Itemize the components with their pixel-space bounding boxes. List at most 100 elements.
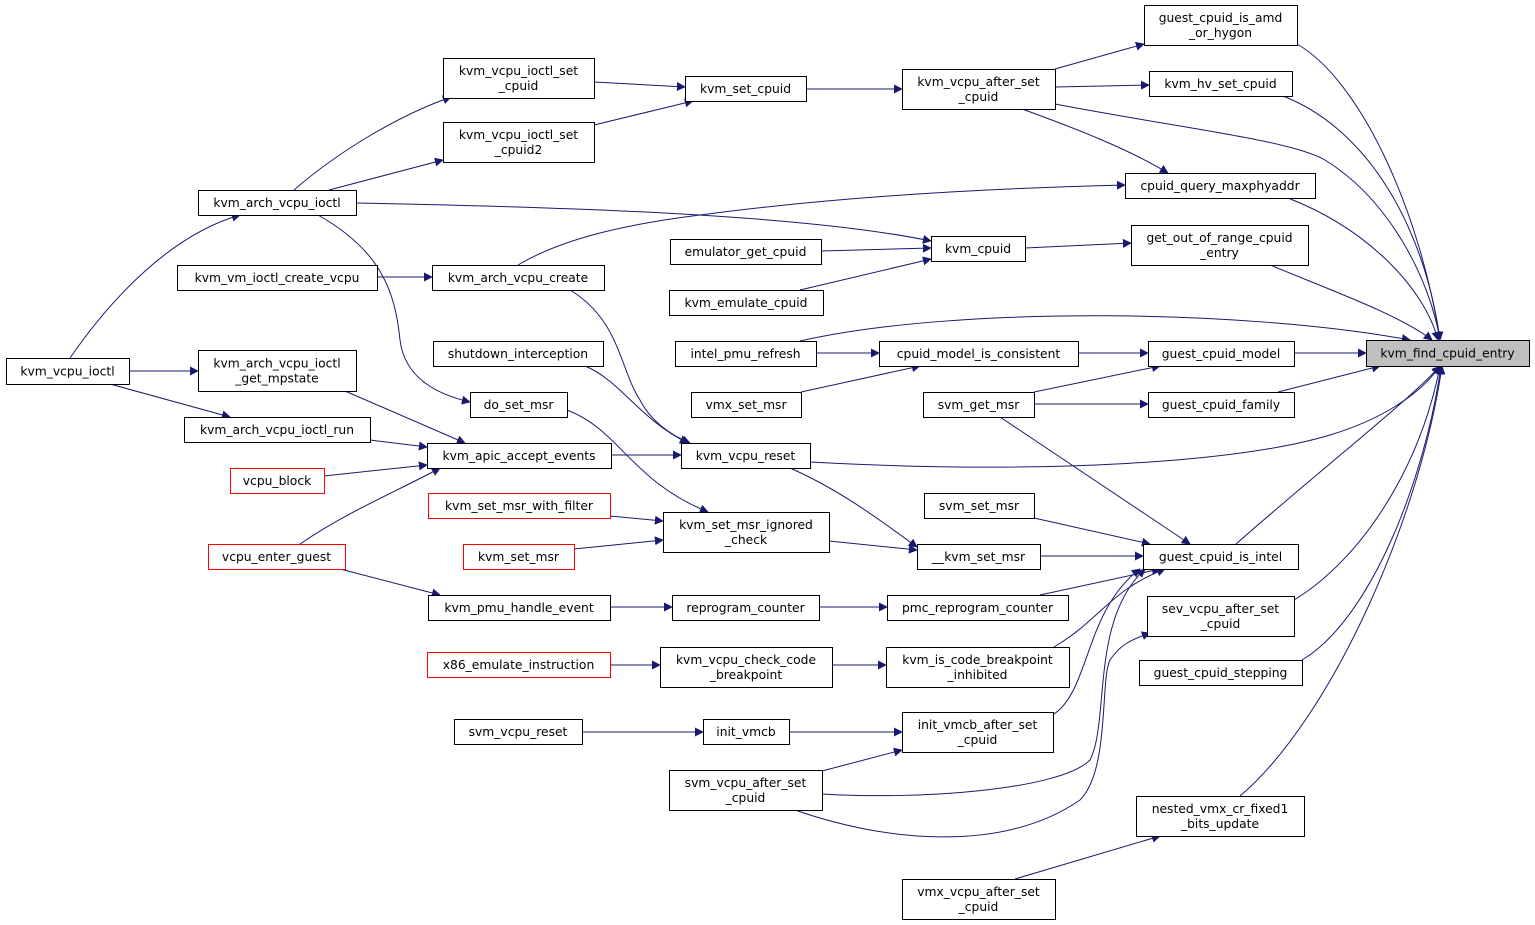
node-box xyxy=(902,712,1054,753)
edge-kvm_cpuid-to-get_out_of_range_cpuid_entry xyxy=(1024,238,1132,249)
node-box xyxy=(917,544,1041,570)
node-kvm_arch_vcpu_create[interactable]: kvm_arch_vcpu_create xyxy=(432,265,605,291)
node-vmx_set_msr[interactable]: vmx_set_msr xyxy=(691,392,802,418)
node-vcpu_block[interactable]: vcpu_block xyxy=(230,468,325,494)
node-label: _cpuid xyxy=(958,90,999,104)
node-box xyxy=(681,443,811,469)
node-sev_vcpu_after_set_cpuid[interactable]: sev_vcpu_after_set_cpuid xyxy=(1147,596,1295,637)
node-kvm_vcpu_reset[interactable]: kvm_vcpu_reset xyxy=(681,443,811,469)
edge-vmx_vcpu_after_set_cpuid-to-nested_vmx_cr_fixed1_bits_update xyxy=(1014,833,1161,880)
node-do_set_msr[interactable]: do_set_msr xyxy=(470,392,568,418)
node-box xyxy=(454,719,583,745)
node-label: do_set_msr xyxy=(484,398,555,412)
node-label: vmx_vcpu_after_set xyxy=(917,885,1040,899)
node-kvm_vcpu_check_code_breakpoint[interactable]: kvm_vcpu_check_code_breakpoint xyxy=(660,647,833,688)
node-pmc_reprogram_counter[interactable]: pmc_reprogram_counter xyxy=(887,595,1069,621)
node-nested_vmx_cr_fixed1_bits_update[interactable]: nested_vmx_cr_fixed1_bits_update xyxy=(1136,796,1305,837)
node-box xyxy=(931,236,1026,262)
node-kvm_vcpu_after_set_cpuid[interactable]: kvm_vcpu_after_set_cpuid xyxy=(902,69,1056,110)
node-box xyxy=(691,392,802,418)
node-vcpu_enter_guest[interactable]: vcpu_enter_guest xyxy=(208,544,346,570)
node-get_out_of_range_cpuid_entry[interactable]: get_out_of_range_cpuid_entry xyxy=(1131,225,1309,266)
node-guest_cpuid_is_intel[interactable]: guest_cpuid_is_intel xyxy=(1143,544,1299,570)
node-guest_cpuid_stepping[interactable]: guest_cpuid_stepping xyxy=(1139,660,1303,686)
node-kvm_arch_vcpu_ioctl[interactable]: kvm_arch_vcpu_ioctl xyxy=(198,190,357,216)
node-svm_get_msr[interactable]: svm_get_msr xyxy=(923,392,1035,418)
edge-kvm_vcpu_reset-to-kvm_find_cpuid_entry xyxy=(809,365,1441,468)
node-box xyxy=(230,468,325,494)
node-label: kvm_arch_vcpu_ioctl_run xyxy=(200,423,354,437)
node-kvm_set_cpuid[interactable]: kvm_set_cpuid xyxy=(685,76,807,102)
node-shutdown_interception[interactable]: shutdown_interception xyxy=(433,341,604,367)
edge-do_set_msr-to-kvm_set_msr_ignored_check xyxy=(566,409,709,514)
node-kvm_vm_ioctl_create_vcpu[interactable]: kvm_vm_ioctl_create_vcpu xyxy=(177,265,378,291)
node-box xyxy=(660,647,833,688)
node-guest_cpuid_model[interactable]: guest_cpuid_model xyxy=(1148,341,1295,367)
node-kvm_set_msr_ignored_check[interactable]: kvm_set_msr_ignored_check xyxy=(663,512,830,553)
node-kvm_arch_vcpu_ioctl_get_mpstate[interactable]: kvm_arch_vcpu_ioctl_get_mpstate xyxy=(198,350,357,392)
node-x86_emulate_instruction[interactable]: x86_emulate_instruction xyxy=(427,652,611,678)
edge-kvm_set_msr_ignored_check-to-__kvm_set_msr xyxy=(828,540,918,554)
node-svm_vcpu_reset[interactable]: svm_vcpu_reset xyxy=(454,719,583,745)
node-label: nested_vmx_cr_fixed1 xyxy=(1152,802,1289,816)
node-label: _bits_update xyxy=(1180,817,1259,831)
node-__kvm_set_msr[interactable]: __kvm_set_msr xyxy=(917,544,1041,570)
node-box xyxy=(470,392,568,418)
edge-intel_pmu_refresh-to-kvm_find_cpuid_entry xyxy=(799,315,1411,343)
node-kvm_find_cpuid_entry[interactable]: kvm_find_cpuid_entry xyxy=(1366,340,1530,367)
edge-layer xyxy=(69,41,1446,880)
node-kvm_apic_accept_events[interactable]: kvm_apic_accept_events xyxy=(427,443,612,469)
node-box xyxy=(685,76,807,102)
node-kvm_hv_set_cpuid[interactable]: kvm_hv_set_cpuid xyxy=(1149,71,1293,97)
node-kvm_pmu_handle_event[interactable]: kvm_pmu_handle_event xyxy=(428,595,611,621)
node-kvm_vcpu_ioctl[interactable]: kvm_vcpu_ioctl xyxy=(6,358,130,385)
node-box xyxy=(443,58,595,99)
node-reprogram_counter[interactable]: reprogram_counter xyxy=(672,595,820,621)
node-label: kvm_apic_accept_events xyxy=(442,449,595,463)
node-guest_cpuid_is_amd_or_hygon[interactable]: guest_cpuid_is_amd_or_hygon xyxy=(1144,5,1298,46)
node-init_vmcb_after_set_cpuid[interactable]: init_vmcb_after_set_cpuid xyxy=(902,712,1054,753)
node-kvm_emulate_cpuid[interactable]: kvm_emulate_cpuid xyxy=(669,290,824,316)
node-cpuid_query_maxphyaddr[interactable]: cpuid_query_maxphyaddr xyxy=(1125,173,1316,199)
node-kvm_set_msr[interactable]: kvm_set_msr xyxy=(463,544,575,570)
node-label: get_out_of_range_cpuid xyxy=(1146,231,1292,245)
node-kvm_cpuid[interactable]: kvm_cpuid xyxy=(931,236,1026,262)
node-init_vmcb[interactable]: init_vmcb xyxy=(703,719,790,745)
node-emulator_get_cpuid[interactable]: emulator_get_cpuid xyxy=(670,239,822,265)
node-intel_pmu_refresh[interactable]: intel_pmu_refresh xyxy=(675,341,817,367)
node-kvm_is_code_breakpoint_inhibited[interactable]: kvm_is_code_breakpoint_inhibited xyxy=(886,647,1070,688)
node-label: svm_vcpu_after_set xyxy=(685,776,807,790)
node-box xyxy=(663,512,830,553)
node-cpuid_model_is_consistent[interactable]: cpuid_model_is_consistent xyxy=(879,341,1079,367)
edge-kvm_vcpu_ioctl_set_cpuid-to-kvm_set_cpuid xyxy=(593,81,686,92)
edge-nested_vmx_cr_fixed1_bits_update-to-kvm_find_cpuid_entry xyxy=(1239,365,1446,797)
node-box xyxy=(184,417,371,443)
node-kvm_arch_vcpu_ioctl_run[interactable]: kvm_arch_vcpu_ioctl_run xyxy=(184,417,371,443)
node-vmx_vcpu_after_set_cpuid[interactable]: vmx_vcpu_after_set_cpuid xyxy=(902,879,1056,920)
node-label: init_vmcb xyxy=(716,725,776,739)
node-label: _cpuid xyxy=(957,733,998,747)
node-box xyxy=(427,652,611,678)
edge-kvm_vcpu_ioctl-to-kvm_arch_vcpu_ioctl xyxy=(69,212,241,359)
node-label: _get_mpstate xyxy=(234,372,318,386)
node-layer: guest_cpuid_is_amd_or_hygon kvm_hv_set_cp… xyxy=(6,5,1530,920)
node-label: _cpuid xyxy=(725,791,766,805)
node-svm_set_msr[interactable]: svm_set_msr xyxy=(924,493,1035,519)
edge-kvm_vcpu_after_set_cpuid-to-kvm_find_cpuid_entry xyxy=(1054,103,1444,341)
node-svm_vcpu_after_set_cpuid[interactable]: svm_vcpu_after_set_cpuid xyxy=(669,770,823,811)
edge-emulator_get_cpuid-to-kvm_cpuid xyxy=(820,243,932,253)
node-kvm_vcpu_ioctl_set_cpuid[interactable]: kvm_vcpu_ioctl_set_cpuid xyxy=(443,58,595,99)
edge-guest_cpuid_family-to-kvm_find_cpuid_entry xyxy=(1277,363,1381,393)
node-guest_cpuid_family[interactable]: guest_cpuid_family xyxy=(1148,392,1295,418)
node-box xyxy=(428,595,611,621)
node-box xyxy=(1139,660,1303,686)
edge-kvm_emulate_cpuid-to-kvm_cpuid xyxy=(799,256,932,291)
node-label: _entry xyxy=(1199,246,1239,260)
node-label: vmx_set_msr xyxy=(705,398,787,412)
edge-kvm_arch_vcpu_ioctl_get_mpstate-to-kvm_apic_accept_events xyxy=(344,390,466,444)
node-label: kvm_cpuid xyxy=(945,242,1011,256)
node-kvm_vcpu_ioctl_set_cpuid2[interactable]: kvm_vcpu_ioctl_set_cpuid2 xyxy=(443,122,595,163)
node-label: intel_pmu_refresh xyxy=(690,347,800,361)
node-kvm_set_msr_with_filter[interactable]: kvm_set_msr_with_filter xyxy=(428,493,611,519)
edge-vcpu_block-to-kvm_apic_accept_events xyxy=(323,461,428,477)
